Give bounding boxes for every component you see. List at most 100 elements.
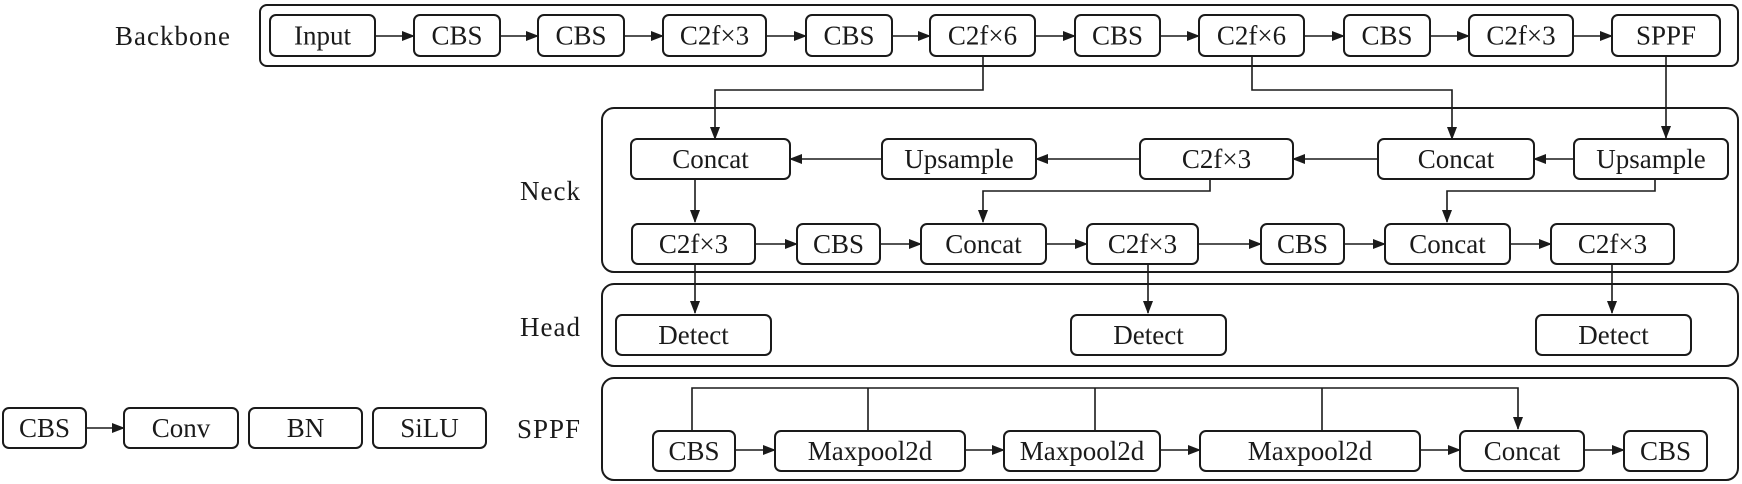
node-b-c2f3b: C2f×3 (1468, 14, 1574, 57)
node-label: CBS (668, 436, 719, 466)
node-box (1070, 314, 1227, 356)
node-b-cbs4: CBS (1074, 14, 1161, 57)
node-l-cbs: CBS (2, 407, 87, 449)
node-label: CBS (19, 413, 70, 443)
node-label: C2f×6 (1217, 21, 1286, 51)
node-box (269, 14, 376, 57)
node-box (1198, 14, 1305, 57)
node-box (615, 314, 772, 356)
node-box (630, 138, 791, 180)
node-box (1468, 14, 1574, 57)
node-box (796, 223, 881, 265)
node-b-cbs1: CBS (413, 14, 501, 57)
node-label: C2f×3 (1578, 229, 1647, 259)
node-box (1139, 138, 1294, 180)
node-b-cbs2: CBS (537, 14, 625, 57)
node-box (123, 407, 239, 449)
node-h-detect1: Detect (615, 314, 772, 356)
node-label: C2f×3 (659, 229, 728, 259)
node-b-sppf: SPPF (1611, 14, 1721, 57)
node-b-c2f6a: C2f×6 (929, 14, 1036, 57)
node-label: C2f×3 (1108, 229, 1177, 259)
node-b-input: Input (269, 14, 376, 57)
node-label: CBS (431, 21, 482, 51)
node-l-silu: SiLU (372, 407, 487, 449)
node-box (881, 138, 1037, 180)
node-label: Maxpool2d (808, 436, 933, 466)
connectors (86, 31, 1671, 455)
node-label: CBS (1640, 436, 1691, 466)
node-s-max1: Maxpool2d (774, 430, 966, 472)
node-box (248, 407, 363, 449)
node-n-upsample1: Upsample (881, 138, 1037, 180)
node-b-c2f6b: C2f×6 (1198, 14, 1305, 57)
node-s-max3: Maxpool2d (1199, 430, 1421, 472)
node-box (662, 14, 767, 57)
node-box (774, 430, 966, 472)
edge-sppf-skip-bus (691, 387, 1523, 430)
node-box (1573, 138, 1729, 180)
node-box (372, 407, 487, 449)
node-b-cbs3: CBS (805, 14, 893, 57)
node-label: C2f×3 (1182, 144, 1251, 174)
node-label: CBS (555, 21, 606, 51)
node-s-concat: Concat (1459, 430, 1585, 472)
node-n-concat3: Concat (920, 223, 1047, 265)
node-box (1384, 223, 1511, 265)
node-label: CBS (813, 229, 864, 259)
edge-c2f3top-concat3 (978, 179, 1211, 223)
node-n-cbs1: CBS (796, 223, 881, 265)
node-label: Upsample (1596, 144, 1705, 174)
node-box (920, 223, 1047, 265)
node-box (1459, 430, 1585, 472)
node-box (1535, 314, 1692, 356)
node-label: CBS (823, 21, 874, 51)
node-label: SiLU (400, 413, 459, 443)
node-label: Input (294, 21, 351, 51)
node-label: Maxpool2d (1248, 436, 1373, 466)
node-s-cbs1: CBS (652, 430, 736, 472)
node-box (631, 223, 756, 265)
node-box (1003, 430, 1161, 472)
node-l-bn: BN (248, 407, 363, 449)
node-label: Conv (152, 413, 211, 443)
node-n-c2f3c: C2f×3 (1550, 223, 1675, 265)
node-label: Maxpool2d (1020, 436, 1145, 466)
node-box (1343, 14, 1431, 57)
node-box (1074, 14, 1161, 57)
node-n-concat2: Concat (1377, 138, 1535, 180)
node-box (1260, 223, 1345, 265)
node-box (1623, 430, 1708, 472)
node-b-c2f3a: C2f×3 (662, 14, 767, 57)
node-n-cbs2: CBS (1260, 223, 1345, 265)
node-box (1199, 430, 1421, 472)
node-box (1550, 223, 1675, 265)
node-n-concat4: Concat (1384, 223, 1511, 265)
node-label: C2f×3 (1486, 21, 1555, 51)
head-label: Head (520, 312, 581, 342)
node-label: CBS (1092, 21, 1143, 51)
edge-c2f6b-concat2 (1251, 56, 1457, 140)
node-n-c2f3a: C2f×3 (631, 223, 756, 265)
node-box (2, 407, 87, 449)
node-l-conv: Conv (123, 407, 239, 449)
node-s-max2: Maxpool2d (1003, 430, 1161, 472)
node-label: Detect (1113, 320, 1184, 350)
node-label: Concat (1484, 436, 1561, 466)
node-label: Concat (1418, 144, 1495, 174)
node-label: Concat (1409, 229, 1486, 259)
node-n-concat1: Concat (630, 138, 791, 180)
backbone-label: Backbone (115, 21, 231, 51)
edge-upsample2-concat4 (1442, 179, 1656, 223)
node-label: Upsample (904, 144, 1013, 174)
node-label: Concat (672, 144, 749, 174)
neck-label: Neck (520, 176, 581, 206)
node-label: Detect (1578, 320, 1649, 350)
node-box (1611, 14, 1721, 57)
node-label: C2f×3 (680, 21, 749, 51)
node-label: BN (287, 413, 325, 443)
node-label: CBS (1361, 21, 1412, 51)
edge-c2f6a-concat1 (710, 56, 984, 140)
